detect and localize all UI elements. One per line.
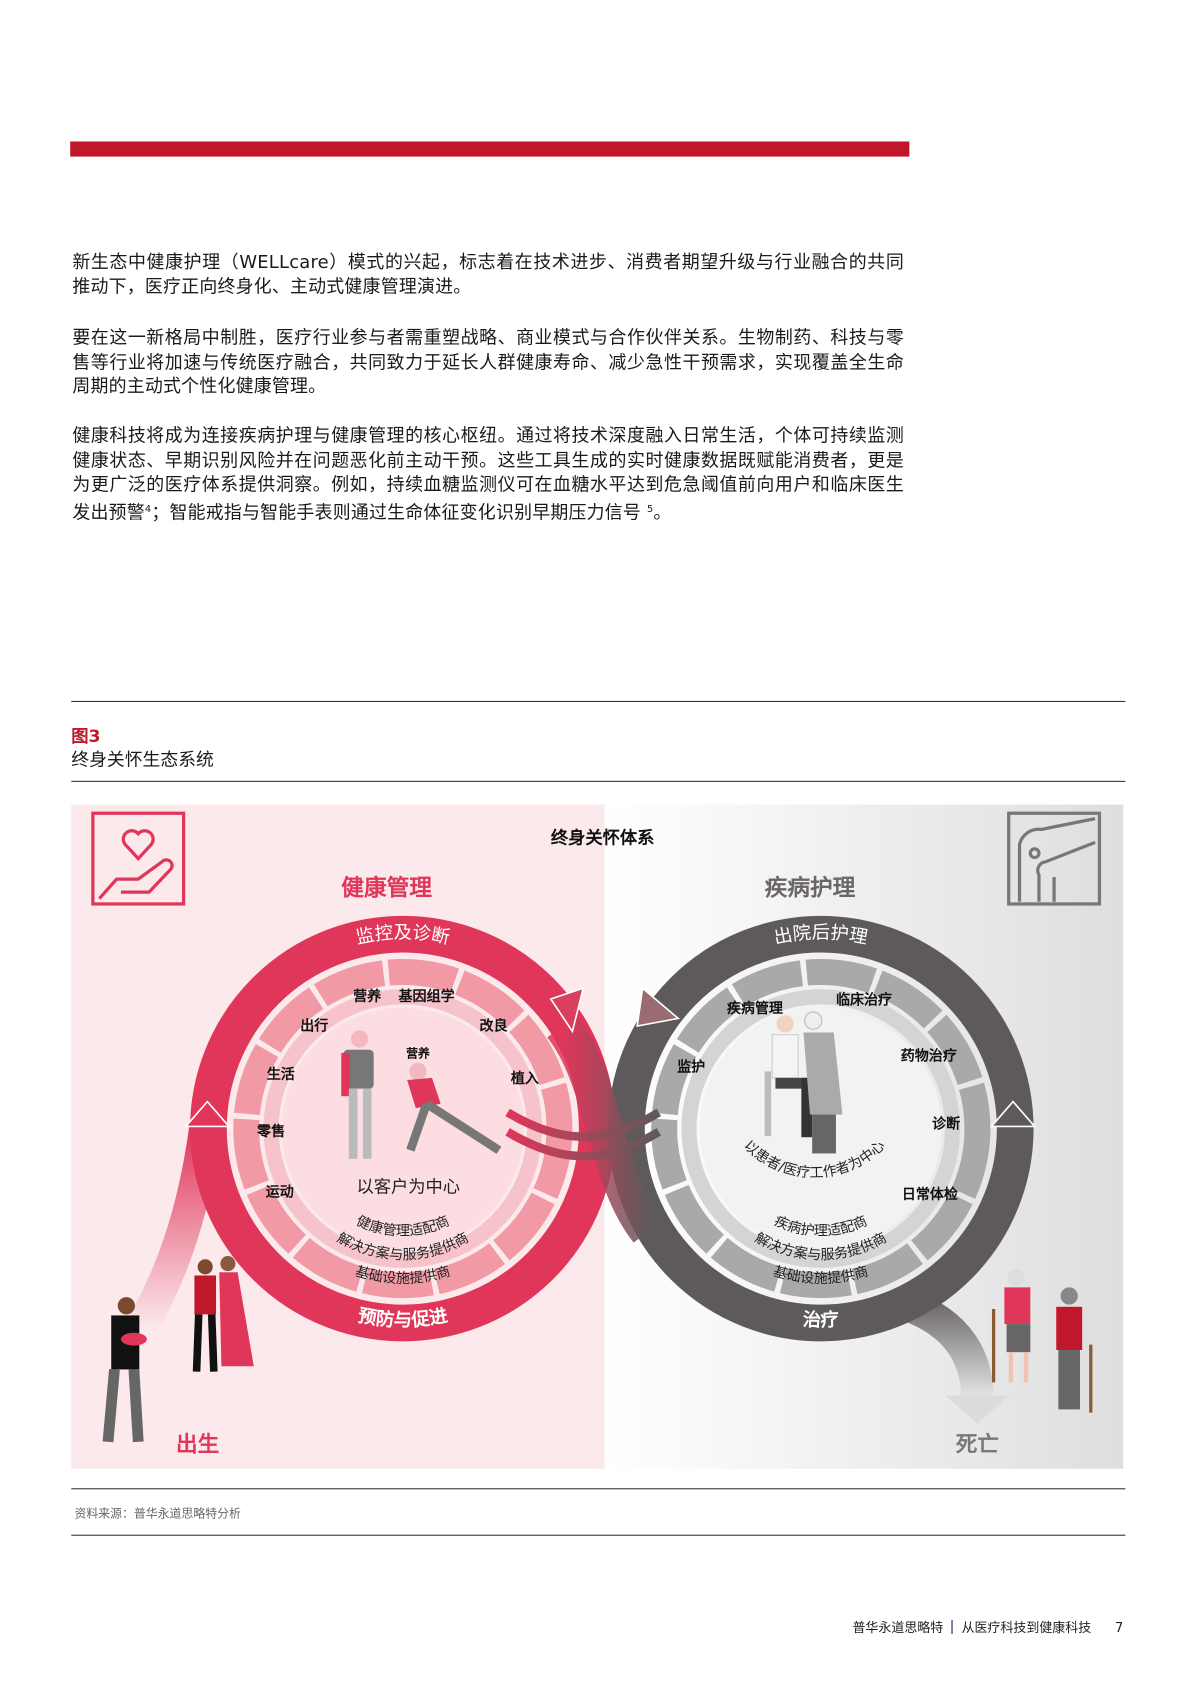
- infinity-crossing: [546, 1014, 663, 1243]
- disease-care-title: 疾病护理: [765, 874, 856, 901]
- segment-label: 出行: [300, 1017, 328, 1034]
- connector-band-1: [505, 1108, 662, 1142]
- birth-label: 出生: [176, 1433, 219, 1458]
- left-segment-ring: [233, 959, 573, 1299]
- segment-label: 零售: [256, 1123, 285, 1140]
- paragraph-3-text-2: ；智能戒指与智能手表则通过生命体征变化识别早期压力信号: [151, 501, 647, 523]
- segment-label: 疾病管理: [727, 1000, 783, 1017]
- person-label: 营养: [406, 1046, 430, 1060]
- page-number: 7: [1114, 1619, 1124, 1635]
- right-segment-ring: [651, 959, 991, 1299]
- source-top-rule: [71, 1488, 1126, 1490]
- paragraph-3-text: 健康科技将成为连接疾病护理与健康管理的核心枢纽。通过将技术深度融入日常生活，个体…: [72, 425, 904, 523]
- birth-arrowhead-icon: [183, 1100, 231, 1128]
- stretching-woman-illustration: [406, 1062, 502, 1154]
- segment-label: 药物治疗: [901, 1048, 957, 1065]
- figure-title-rule: [71, 780, 1126, 782]
- footer-separator: [951, 1620, 953, 1635]
- segment-label: 改良: [480, 1017, 508, 1034]
- segment-label: 临床治疗: [836, 991, 892, 1008]
- paragraph-1: 新生态中健康护理（WELLcare）模式的兴起，标志着在技术进步、消费者期望升级…: [72, 251, 904, 297]
- elderly-couple-illustration: [991, 1269, 1093, 1413]
- knee-joint-icon: [1007, 811, 1102, 906]
- death-label: 死亡: [956, 1432, 999, 1458]
- heart-in-hand-icon: [91, 811, 186, 906]
- right-outer-bottom-label: 治疗: [802, 1309, 839, 1332]
- connector-band-2: [505, 1128, 662, 1161]
- right-arrowhead-icon: [636, 986, 681, 1028]
- figure-title: 终身关怀生态系统: [71, 749, 214, 771]
- left-outer-bottom-label: 预防与促进: [356, 1305, 450, 1331]
- segment-label: 基因组学: [399, 988, 455, 1005]
- page-footer: 普华永道思略特 从医疗科技到健康科技 7: [852, 1618, 1123, 1636]
- figure-label: 图3: [71, 725, 101, 747]
- segment-label: 营养: [353, 988, 382, 1005]
- left-center-label: 以客户为中心: [356, 1177, 460, 1197]
- footer-report-title: 从医疗科技到健康科技: [961, 1620, 1092, 1636]
- doctor-patient-illustration: [764, 1011, 843, 1154]
- footnote-ref-5: 5: [646, 503, 654, 515]
- right-layer-ring: [681, 989, 961, 1268]
- footnote-ref-4: 4: [144, 503, 152, 515]
- segment-label: 生活: [267, 1066, 295, 1083]
- exoskeleton-person-illustration: [341, 1030, 374, 1159]
- health-management-title: 健康管理: [341, 874, 432, 901]
- segment-label: 运动: [266, 1184, 294, 1201]
- diagram-heading: 终身关怀体系: [551, 827, 655, 848]
- left-inner-disk: [281, 1007, 524, 1250]
- segment-label: 日常体检: [902, 1186, 958, 1203]
- segment-label: 诊断: [932, 1116, 960, 1133]
- segment-label: 植入: [510, 1070, 539, 1087]
- figure-top-rule: [71, 700, 1126, 702]
- family-illustration: [102, 1256, 254, 1443]
- source-note: 资料来源：普华永道思略特分析: [74, 1506, 241, 1521]
- paragraph-3-text-3: 。: [653, 501, 672, 523]
- segment-label: 监护: [677, 1058, 705, 1075]
- left-arrowhead-icon: [549, 986, 585, 1034]
- right-up-arrowhead-icon: [989, 1100, 1037, 1128]
- paragraph-3: 健康科技将成为连接疾病护理与健康管理的核心枢纽。通过将技术深度融入日常生活，个体…: [72, 424, 904, 524]
- paragraph-2: 要在这一新格局中制胜，医疗行业参与者需重塑战略、商业模式与合作伙伴关系。生物制药…: [72, 327, 904, 397]
- footer-brand: 普华永道思略特: [852, 1620, 944, 1636]
- death-arrowhead-icon: [945, 1395, 1010, 1424]
- header-red-bar: [70, 141, 910, 157]
- source-bottom-rule: [71, 1534, 1126, 1536]
